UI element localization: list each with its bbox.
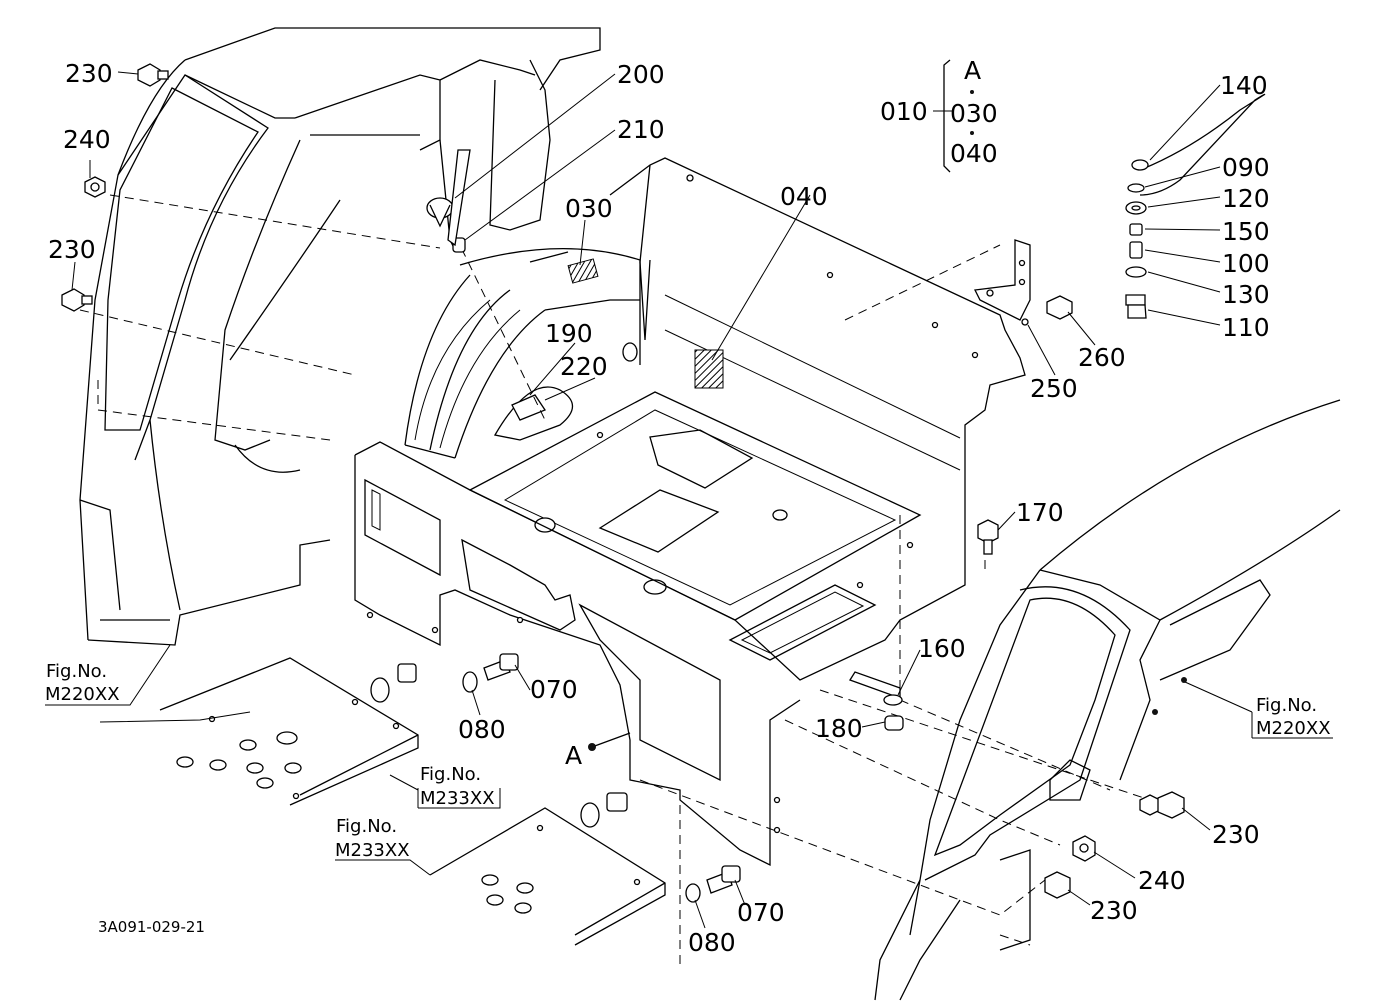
plate-m233-mid <box>159 657 419 806</box>
callout-120: 120 <box>1222 184 1270 213</box>
fig-ref-mid-number: M233XX <box>420 788 495 809</box>
callout-230-right-1: 230 <box>1212 820 1260 849</box>
callout-070-bottom: 070 <box>737 898 785 927</box>
fig-ref-right-number: M220XX <box>1256 718 1331 739</box>
plate-m233-bottom <box>429 807 666 946</box>
leader-lines <box>71 71 1253 929</box>
callout-090: 090 <box>1222 153 1270 182</box>
callout-170: 170 <box>1016 498 1064 527</box>
drawing-code: 3A091-029-21 <box>98 918 205 936</box>
assembly-lines <box>79 194 1151 965</box>
fig-ref-right-label: Fig.No. <box>1256 695 1317 716</box>
callout-240-right: 240 <box>1138 866 1186 895</box>
bracket-250 <box>974 239 1031 326</box>
callout-110: 110 <box>1222 313 1270 342</box>
fig-ref-bottom-label: Fig.No. <box>336 816 397 837</box>
callout-260: 260 <box>1078 343 1126 372</box>
fig-ref-left-number: M220XX <box>45 684 120 705</box>
callout-160: 160 <box>918 634 966 663</box>
fig-ref-lines <box>45 644 1333 876</box>
callout-140: 140 <box>1220 71 1268 100</box>
callout-040: 040 <box>780 182 828 211</box>
fig-ref-bottom-number: M233XX <box>335 840 410 861</box>
callout-130: 130 <box>1222 280 1270 309</box>
callout-200: 200 <box>617 60 665 89</box>
callout-250: 250 <box>1030 374 1078 403</box>
left-fender <box>79 27 601 646</box>
callout-180: 180 <box>815 714 863 743</box>
group-a-item-040: 040 <box>950 139 998 168</box>
callouts: 230 240 230 200 210 030 040 190 220 140 … <box>45 56 1331 957</box>
callout-220: 220 <box>560 352 608 381</box>
fig-ref-mid-label: Fig.No. <box>420 764 481 785</box>
callout-210: 210 <box>617 115 665 144</box>
callout-030: 030 <box>565 194 613 223</box>
callout-240-top-left: 240 <box>63 125 111 154</box>
callout-070-left: 070 <box>530 675 578 704</box>
callout-100: 100 <box>1222 249 1270 278</box>
callout-190: 190 <box>545 319 593 348</box>
group-a-main: 010 <box>880 97 928 126</box>
callout-230-mid-left: 230 <box>48 235 96 264</box>
callout-230-top-left: 230 <box>65 59 113 88</box>
callout-150: 150 <box>1222 217 1270 246</box>
center-panel <box>354 157 1026 867</box>
group-a-item-030: 030 <box>950 99 998 128</box>
group-a-header: A <box>964 56 981 85</box>
callout-080-bottom: 080 <box>688 928 736 957</box>
callout-230-right-2: 230 <box>1090 896 1138 925</box>
marker-a: A <box>565 741 582 770</box>
right-fender <box>874 399 1341 1001</box>
group-a-bracket <box>933 59 974 173</box>
hardware <box>61 63 1266 903</box>
callout-080-left: 080 <box>458 715 506 744</box>
fig-ref-left-label: Fig.No. <box>46 661 107 682</box>
